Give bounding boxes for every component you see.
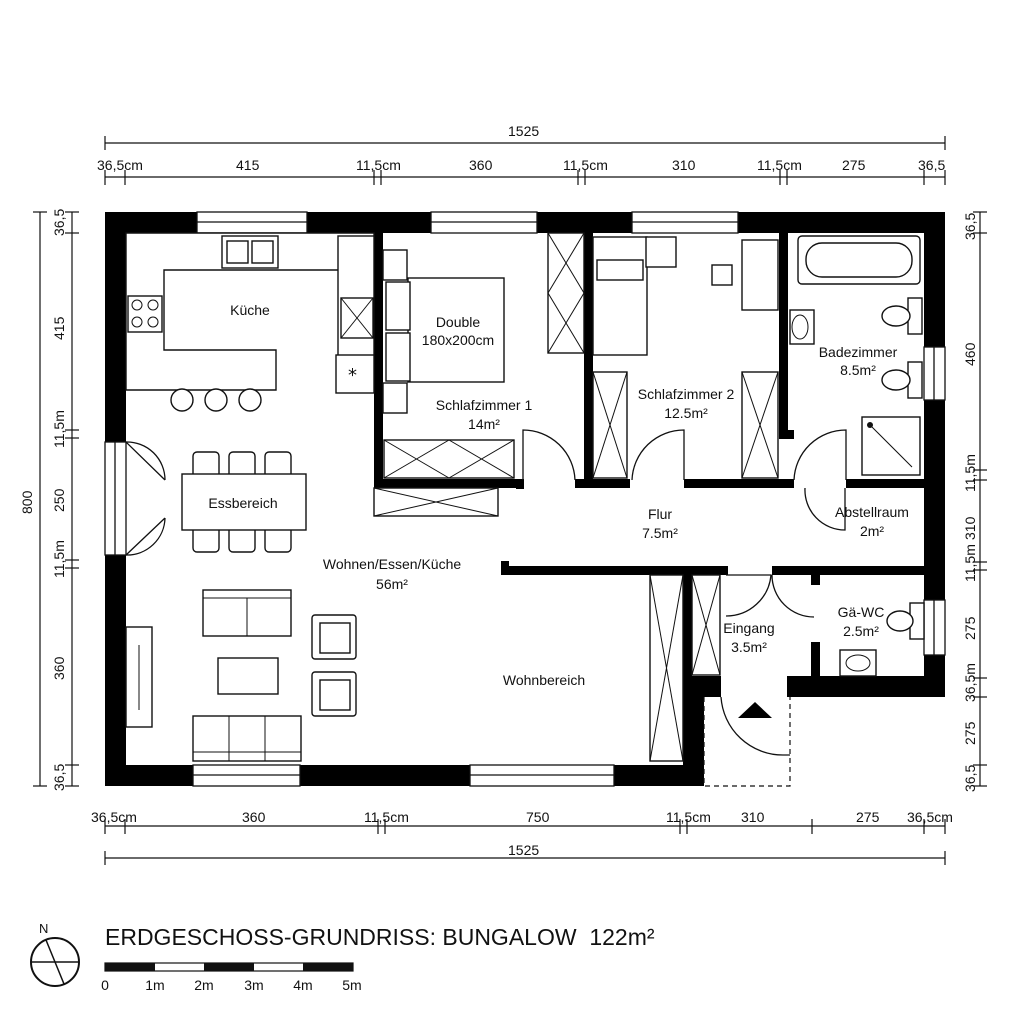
bottom-seg-7: 275 [856,809,880,825]
scale-label-3: 3m [244,977,263,993]
bottom-dimension-lines: 36,5cm 360 11,5cm 750 11,5cm 310 275 36,… [91,809,953,865]
top-seg-6: 310 [672,157,696,173]
top-seg-4: 360 [469,157,493,173]
left-seg-2: 415 [51,316,67,340]
interior-walls [374,233,924,692]
label-double-bed-size: 180x200cm [422,332,494,348]
right-dimension-lines: 36,5 460 11,5m 310 11,5m 275 36,5m 275 3… [962,211,987,792]
top-dimension-lines: 1525 36,5cm 415 11,5cm 360 11,5cm 310 11… [97,123,946,185]
north-arrow-icon: N [30,921,80,987]
right-seg-5: 11,5m [962,544,978,582]
top-seg-8: 275 [842,157,866,173]
bottom-seg-4: 750 [526,809,550,825]
label-gaeste-wc-area: 2.5m² [843,623,879,639]
bottom-seg-5: 11,5cm [666,809,711,825]
right-seg-9: 36,5 [962,765,978,792]
left-total-label: 800 [19,490,35,514]
entrance-threshold [703,697,791,787]
scale-bar: 0 1m 2m 3m 4m 5m [101,962,362,993]
guest-wc-fixtures [839,602,925,677]
right-seg-3: 11,5m [962,454,978,492]
bottom-seg-8: 36,5cm [907,809,953,825]
doors [125,429,847,756]
left-seg-6: 360 [51,656,67,680]
bottom-seg-2: 360 [242,809,266,825]
right-seg-2: 460 [962,342,978,366]
bedroom1-furniture [373,232,585,517]
label-essbereich: Essbereich [208,495,277,511]
label-gaeste-wc: Gä-WC [838,604,885,620]
label-flur: Flur [648,506,672,522]
bottom-seg-3: 11,5cm [364,809,409,825]
plan-title: ERDGESCHOSS-GRUNDRISS: BUNGALOW 122m² [105,924,655,950]
top-seg-2: 415 [236,157,260,173]
bedroom2-furniture [592,236,779,479]
label-badezimmer-area: 8.5m² [840,362,876,378]
label-schlafzimmer1-area: 14m² [468,416,500,432]
bathroom-fixtures [789,235,923,476]
bottom-seg-1: 36,5cm [91,809,137,825]
right-seg-8: 275 [962,721,978,745]
label-abstellraum-area: 2m² [860,523,884,539]
top-seg-9: 36,5 [918,157,945,173]
top-seg-7: 11,5cm [757,157,802,173]
scale-label-2: 2m [194,977,213,993]
top-seg-5: 11,5cm [563,157,608,173]
left-seg-3: 11,5m [51,410,67,448]
label-flur-area: 7.5m² [642,525,678,541]
right-seg-1: 36,5 [962,213,978,240]
top-seg-1: 36,5cm [97,157,143,173]
left-seg-7: 36,5 [51,764,67,791]
north-label: N [39,921,48,936]
top-seg-3: 11,5cm [356,157,401,173]
living-furniture [125,589,357,762]
scale-label-4: 4m [293,977,312,993]
left-seg-4: 250 [51,488,67,512]
left-dimension-lines: 800 36,5 415 11,5m 250 11,5m 360 36,5 [19,209,79,791]
label-schlafzimmer1: Schlafzimmer 1 [436,397,533,413]
kitchen-furniture: * [125,232,375,412]
label-eingang: Eingang [723,620,774,636]
scale-label-5: 5m [342,977,361,993]
scale-label-0: 0 [101,977,109,993]
svg-text:*: * [348,365,357,386]
label-abstellraum: Abstellraum [835,504,909,520]
label-schlafzimmer2: Schlafzimmer 2 [638,386,735,402]
label-wohnen-area: 56m² [376,576,408,592]
label-double-bed: Double [436,314,481,330]
label-schlafzimmer2-area: 12.5m² [664,405,708,421]
label-wohnen: Wohnen/Essen/Küche [323,556,461,572]
label-kueche: Küche [230,302,270,318]
label-eingang-area: 3.5m² [731,639,767,655]
room-labels: Küche Double 180x200cm Schlafzimmer 1 14… [208,302,909,688]
right-seg-4: 310 [962,516,978,540]
label-badezimmer: Badezimmer [819,344,898,360]
label-wohnbereich: Wohnbereich [503,672,585,688]
exterior-walls [105,212,945,786]
bottom-total-label: 1525 [508,842,539,858]
scale-label-1: 1m [145,977,164,993]
right-seg-7: 36,5m [962,663,978,702]
left-seg-1: 36,5 [51,209,67,236]
hall-cabinets [649,574,721,762]
windows [104,211,946,787]
left-seg-5: 11,5m [51,540,67,578]
bottom-seg-6: 310 [741,809,765,825]
right-seg-6: 275 [962,616,978,640]
dining-table [181,451,307,553]
top-total-label: 1525 [508,123,539,139]
